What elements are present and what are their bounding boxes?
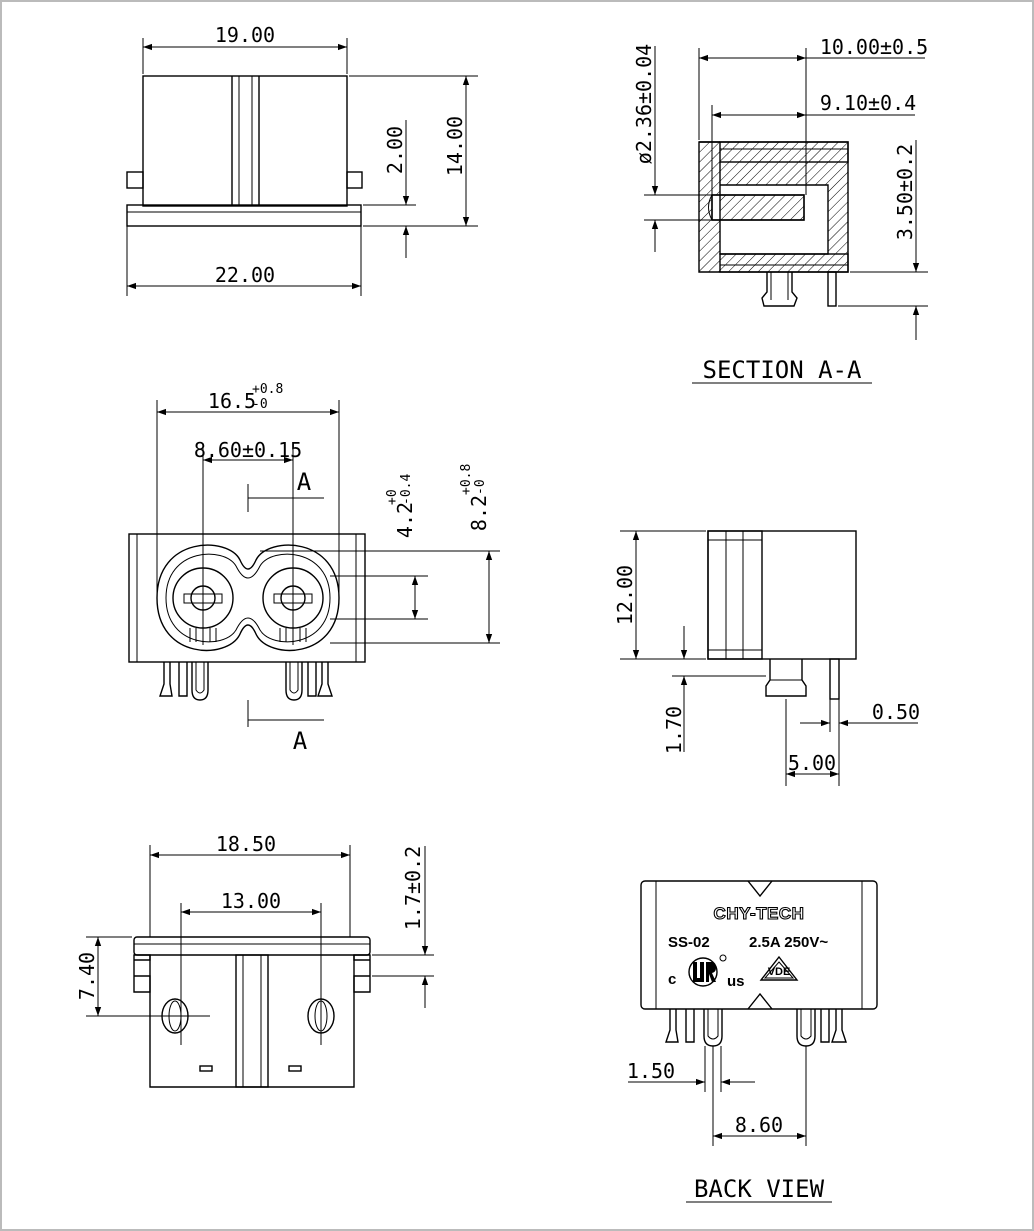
vde-mark-icon [759, 955, 799, 981]
back-view-cert-c: c [668, 971, 676, 988]
back-view: CHY-TECH SS-02 2.5A 250V~ c us VDE 1.50 … [627, 880, 878, 1203]
svg-text:-0: -0 [252, 397, 268, 412]
back-view-rating: 2.5A 250V~ [749, 934, 828, 951]
dim-front-inner-height: 4.2 [393, 502, 417, 538]
dim-front-pin-spacing: 8.60±0.15 [194, 438, 302, 462]
back-view-model: SS-02 [668, 934, 710, 951]
dim-back-lead-spacing: 8.60 [735, 1113, 783, 1137]
section-aa-title: SECTION A-A [703, 356, 862, 384]
dim-total-height: 14.00 [443, 116, 467, 176]
dim-section-pin-length: 9.10±0.4 [820, 91, 916, 115]
dim-front-outer-width: 16.5 [208, 389, 256, 413]
back-view-cert-us: us [727, 973, 745, 990]
dim-bottom-width: 18.50 [216, 832, 276, 856]
side-view-body [707, 530, 857, 660]
section-pin [711, 194, 805, 221]
dim-side-base: 1.70 [662, 706, 686, 754]
top-view-left-tab [126, 171, 144, 189]
dim-side-lead-thickness: 0.50 [872, 700, 920, 724]
section-marker-bottom: A [293, 727, 308, 755]
dim-section-depth: 10.00±0.5 [820, 35, 928, 59]
top-view-right-tab [346, 171, 363, 189]
back-view-cert-vde: VDE [768, 966, 791, 978]
dim-side-lead-offset: 5.00 [788, 751, 836, 775]
top-view: 19.00 22.00 14.00 2.00 [126, 23, 478, 296]
svg-text:-0: -0 [473, 479, 488, 495]
dim-side-height: 12.00 [613, 565, 637, 625]
bottom-view-flange [133, 936, 371, 956]
front-view: 16.5 +0.8 -0 8.60±0.15 A A 4.2 +0 -0.4 8… [128, 382, 500, 755]
ul-recognized-icon [688, 957, 718, 987]
dim-bottom-flange: 1.7±0.2 [401, 846, 425, 930]
dim-bottom-hole-offset: 7.40 [75, 952, 99, 1000]
side-view: 12.00 1.70 0.50 5.00 [613, 530, 920, 786]
svg-text:-0.4: -0.4 [399, 474, 414, 505]
dim-top-width: 19.00 [215, 23, 275, 47]
svg-text:+0.8: +0.8 [252, 382, 283, 397]
dim-back-lead-width: 1.50 [627, 1059, 675, 1083]
top-view-body [142, 75, 348, 207]
svg-text:+0.8: +0.8 [459, 464, 474, 495]
dim-step: 2.00 [383, 126, 407, 174]
dim-section-pin-height: 3.50±0.2 [893, 144, 917, 240]
bottom-view: 18.50 13.00 7.40 1.7±0.2 [75, 832, 434, 1088]
dim-front-outer-height: 8.2 [467, 495, 491, 531]
dim-section-pin-diameter: ø2.36±0.04 [632, 44, 656, 164]
svg-text:+0: +0 [385, 489, 400, 505]
section-marker-top: A [297, 468, 312, 496]
back-view-title: BACK VIEW [694, 1175, 825, 1203]
dim-bottom-width: 22.00 [215, 263, 275, 287]
front-view-housing [128, 533, 366, 663]
back-view-body [640, 880, 878, 1010]
top-view-flange [126, 204, 362, 227]
dim-bottom-hole-spacing: 13.00 [221, 889, 281, 913]
section-aa-view: 10.00±0.5 9.10±0.4 ø2.36±0.04 3.50±0.2 S… [632, 35, 928, 384]
front-view-socket-opening [156, 544, 340, 652]
back-view-brand: CHY-TECH [714, 904, 805, 923]
